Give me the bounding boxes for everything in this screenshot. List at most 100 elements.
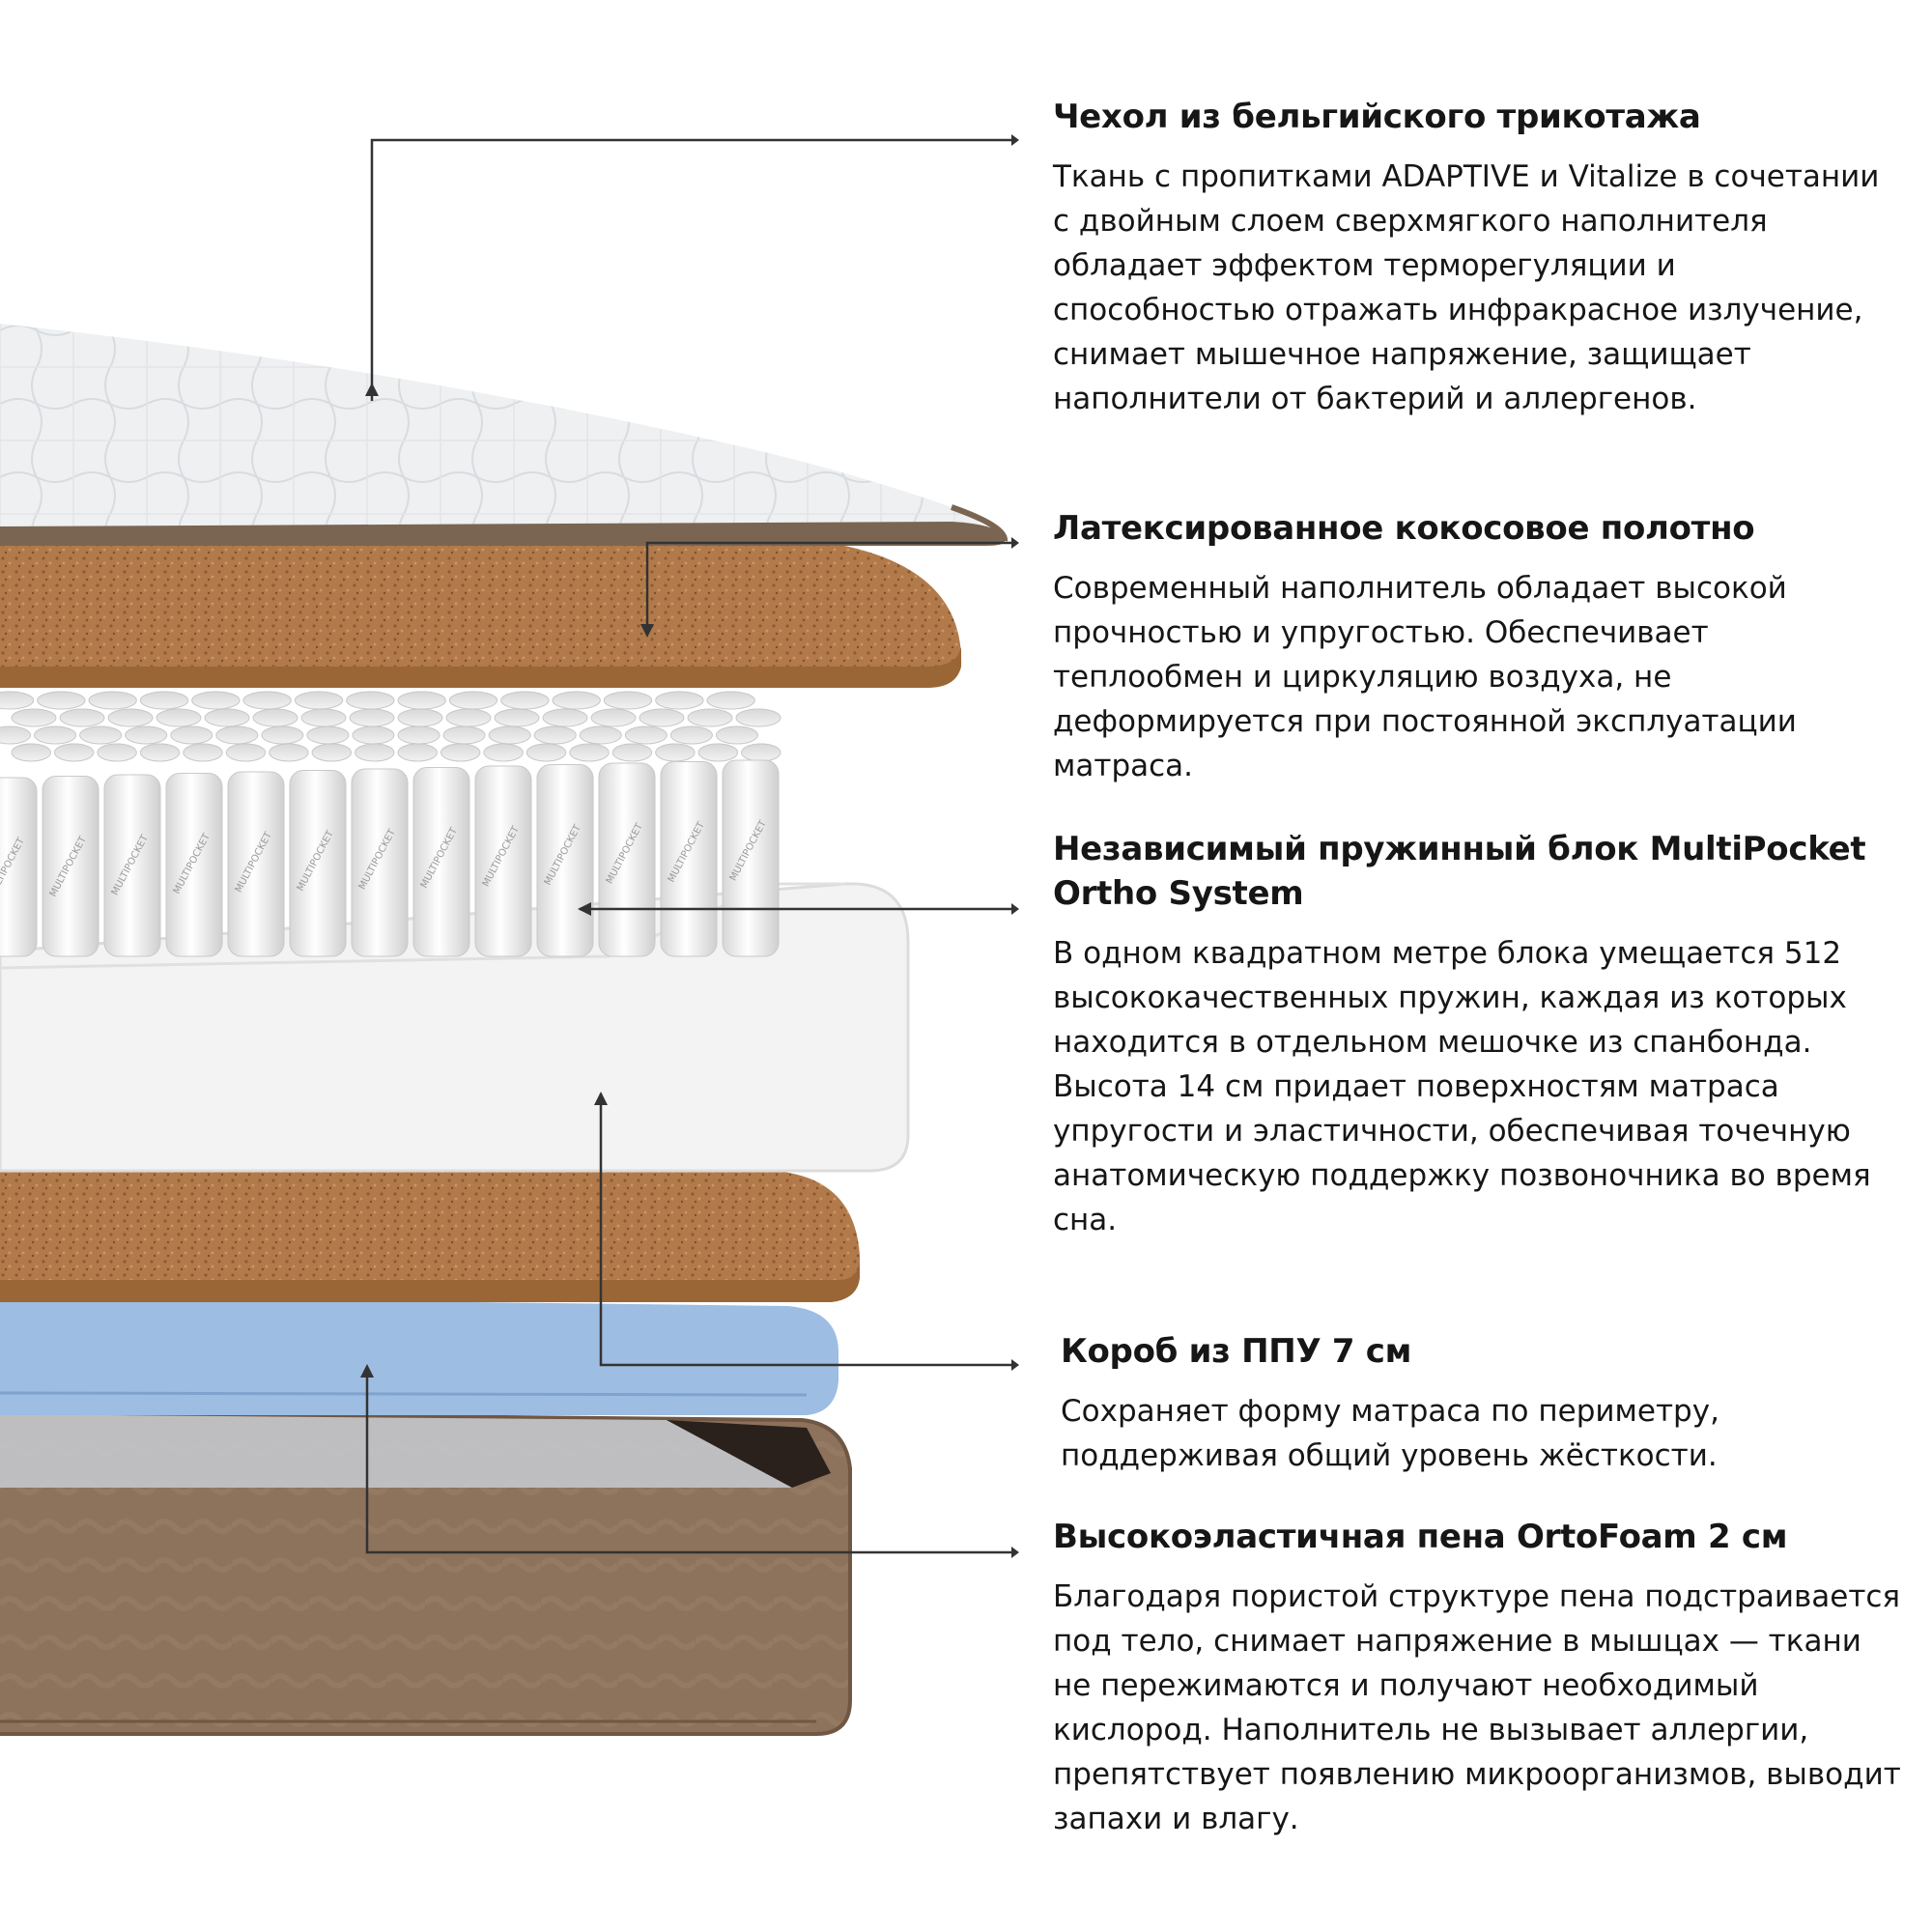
leader-line-cover: [370, 138, 1016, 401]
pocket-spring: [722, 759, 780, 957]
arrow-up-icon: [594, 1092, 608, 1105]
spring-top: [88, 691, 137, 710]
spring-top: [639, 708, 685, 727]
pocket-spring: [42, 776, 99, 957]
spring-top: [669, 725, 713, 745]
spring-top: [191, 691, 241, 710]
spring-top: [125, 725, 168, 745]
layer-description: Современный наполнитель обладает высокой…: [1053, 571, 1797, 783]
spring-top: [156, 708, 202, 727]
spring-top: [569, 743, 610, 762]
layer-springs-callout: Независимый пружинный блок MultiPocket O…: [1053, 827, 1903, 1242]
spring-top: [242, 691, 292, 710]
spring-top: [526, 743, 567, 762]
spring-top: [79, 725, 123, 745]
dot-icon: [1011, 134, 1019, 146]
spring-top: [170, 725, 213, 745]
layer-foam-box-callout: Короб из ППУ 7 см Сохраняет форму матрас…: [1061, 1329, 1891, 1478]
spring-top: [590, 708, 637, 727]
spring-top: [397, 725, 440, 745]
spring-top: [706, 691, 755, 710]
pocket-spring: [351, 768, 409, 957]
pocket-spring: [227, 771, 285, 957]
spring-top: [346, 691, 395, 710]
leader-line-top-coco: [645, 541, 1016, 633]
spring-top: [294, 691, 344, 710]
spring-top: [715, 725, 758, 745]
arrow-up-icon: [360, 1364, 374, 1378]
spring-top: [252, 708, 298, 727]
layer-description: Благодаря пористой структуре пена подстр…: [1053, 1579, 1901, 1836]
layer-ortofoam-callout: Высокоэластичная пена OrtoFoam 2 см Благ…: [1053, 1515, 1903, 1841]
layer-title: Латексированное кокосовое полотно: [1053, 509, 1755, 548]
spring-top: [611, 743, 653, 762]
spring-top: [306, 725, 350, 745]
spring-top: [624, 725, 668, 745]
spring-top: [311, 743, 353, 762]
arrow-left-icon: [578, 902, 591, 916]
spring-top: [579, 725, 622, 745]
leader-line-ortofoam: [365, 1367, 1016, 1554]
spring-top: [655, 743, 696, 762]
dot-icon: [1011, 537, 1019, 549]
spring-top: [440, 743, 481, 762]
spring-top: [741, 743, 781, 762]
pocket-spring: [474, 765, 532, 957]
bottom-coco-layer: [0, 1167, 860, 1302]
arrow-down-icon: [640, 624, 654, 638]
spring-top: [139, 743, 181, 762]
spring-top: [352, 725, 395, 745]
spring-top: [300, 708, 347, 727]
base-layer: [0, 1410, 852, 1736]
spring-top: [448, 691, 498, 710]
dot-icon: [1011, 1547, 1019, 1558]
top-coco-layer: [0, 536, 962, 688]
layer-description: Сохраняет форму матраса по периметру, по…: [1061, 1394, 1719, 1473]
spring-top: [687, 708, 733, 727]
spring-top: [11, 708, 57, 727]
pocket-spring: [412, 767, 470, 957]
spring-top: [53, 743, 95, 762]
spring-top: [488, 725, 531, 745]
spring-top: [655, 691, 704, 710]
spring-top: [97, 743, 137, 762]
leader-line-foam-box: [599, 1094, 1016, 1367]
spring-top: [355, 743, 395, 762]
spring-top: [34, 725, 77, 745]
spring-top: [533, 725, 577, 745]
pocket-spring: [660, 761, 718, 957]
leader-lines: [365, 138, 1016, 1554]
pocket-spring: [165, 773, 223, 957]
layer-description: В одном квадратном метре блока умещается…: [1053, 936, 1871, 1237]
spring-top: [442, 725, 486, 745]
spring-top: [397, 691, 446, 710]
spring-top: [215, 725, 259, 745]
spring-top: [697, 743, 739, 762]
pocket-spring: [289, 770, 347, 957]
spring-top: [139, 691, 189, 710]
layer-title: Чехол из бельгийского трикотажа: [1053, 98, 1701, 136]
spring-top: [107, 708, 154, 727]
layer-title: Независимый пружинный блок MultiPocket O…: [1053, 830, 1866, 913]
ortofoam-layer: [0, 1296, 838, 1415]
dot-icon: [1011, 903, 1019, 915]
spring-top: [0, 725, 32, 745]
pocket-spring: [0, 777, 38, 957]
spring-top: [542, 708, 588, 727]
spring-top: [552, 691, 601, 710]
spring-top: [269, 743, 309, 762]
spring-top: [445, 708, 492, 727]
quilted-cover-layer: [0, 324, 1008, 546]
spring-top: [11, 743, 51, 762]
spring-top: [397, 743, 438, 762]
spring-top: [59, 708, 105, 727]
pocket-spring: [103, 774, 161, 957]
spring-top: [500, 691, 550, 710]
spring-top: [37, 691, 86, 710]
layer-title: Высокоэластичная пена OrtoFoam 2 см: [1053, 1518, 1788, 1556]
layer-cover-callout: Чехол из бельгийского трикотажа Ткань с …: [1053, 95, 1884, 421]
spring-top: [204, 708, 250, 727]
spring-top: [735, 708, 781, 727]
